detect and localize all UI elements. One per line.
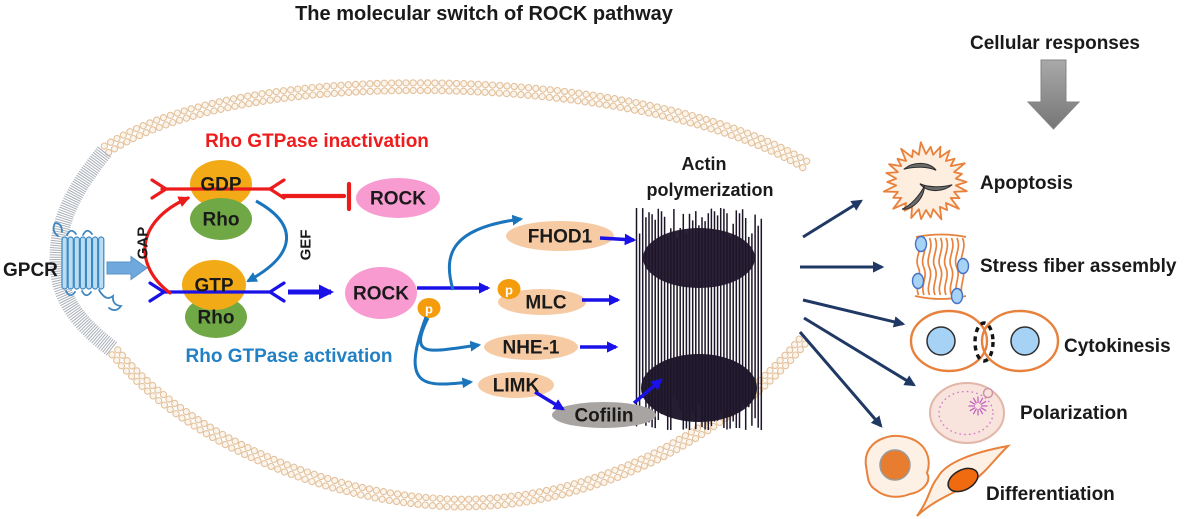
rock-active-node [345,267,417,319]
dividing-cells-icon [909,309,1060,373]
gpcr-signal-arrow [106,255,148,281]
nucleus [879,449,911,481]
rock-to-fhod1-arrow [447,214,524,291]
daughter-cell-left [909,309,989,373]
phospho-badge-rock-label: p [425,302,433,317]
gtp-node [182,260,246,310]
cofilin-to-actin-arrow [632,378,663,405]
response-arrow-differentiation [798,331,883,428]
phospho-badge-mlc [497,279,521,299]
actin-label-line1: Actin [682,154,727,174]
response-arrow-apoptosis [802,199,863,239]
cellular-responses-heading: Cellular responses [970,33,1140,54]
fhod1-node [506,221,614,251]
actin-label-line2: polymerization [646,180,773,200]
phospho-badge-rock [417,298,441,318]
actin-filaments [635,208,763,430]
transmembrane-helices [61,236,105,290]
cofilin-node [552,402,656,428]
gap-label: GAP [135,227,152,260]
response-label-differentiation: Differentiation [986,484,1115,505]
rock-inhibition-line [280,181,352,212]
spindle-aster [968,396,988,416]
response-label-cytokinesis: Cytokinesis [1064,336,1171,357]
activation-heading: Rho GTPase activation [186,346,393,367]
apoptotic-body-fragment [919,183,953,192]
rho-label-active: Rho [198,308,235,329]
gdp-membrane-line [150,178,286,200]
gef-arrow [246,199,288,283]
nucleus [926,326,956,356]
fhod1-to-actin-arrow [599,233,637,246]
limk-to-cofilin-arrow [534,390,565,411]
rock-to-limk-arrow [413,316,474,389]
rock-to-nhe1-arrow [419,317,482,352]
response-arrow-cytokinesis [802,298,906,328]
mlc-label: MLC [525,293,566,314]
nhe1-label: NHE-1 [502,338,559,359]
focal-adhesion-dot [914,235,928,253]
diagram-title: The molecular switch of ROCK pathway [295,3,674,25]
apoptotic-body-fragment [903,162,937,171]
rock-inactive-node [356,178,440,218]
receptor-loop-bottom [65,289,123,311]
focal-adhesion-dot [956,257,970,275]
gap-arrow [143,196,191,295]
limk-label: LIMK [493,376,540,397]
gpcr-receptor-icon [52,222,123,311]
gdp-label: GDP [200,175,242,196]
limk-node [478,372,554,398]
down-arrow-icon [1026,59,1081,130]
response-arrow-polarization [803,316,916,387]
gpcr-label: GPCR [3,260,58,281]
stress-fiber-icon [911,233,970,305]
cell-membrane-top [100,79,811,172]
rho-node-inactive [190,198,252,240]
nucleus [1010,326,1040,356]
focal-adhesion-dot [950,287,964,305]
apoptotic-body-fragment [901,185,925,210]
receptor-loop-top [52,222,93,237]
daughter-cell-right [980,309,1060,373]
gtp-label: GTP [194,276,233,297]
gtp-membrane-line [148,281,286,303]
polarized-cell-icon [929,382,1005,444]
centrosome [982,387,994,399]
rock-active-label: ROCK [353,284,409,305]
response-label-polarization: Polarization [1020,403,1128,424]
gef-label: GEF [298,230,315,261]
apoptotic-cell-icon [882,141,968,221]
response-label-stress-fiber: Stress fiber assembly [980,256,1177,277]
cofilin-label: Cofilin [574,406,633,427]
gdp-node [190,160,252,208]
fhod1-label: FHOD1 [528,227,593,248]
nhe1-node [484,334,578,360]
inactivation-heading: Rho GTPase inactivation [205,131,429,152]
rho-label-inactive: Rho [203,210,240,231]
actin-filament-bundle-icon [635,208,763,430]
mlc-node [498,289,586,315]
differentiated-cells-icon [864,434,1011,517]
contractile-ring [973,321,995,363]
chromatin-ring [938,390,994,436]
nucleus [947,467,979,493]
phospho-badge-mlc-label: p [505,283,513,298]
response-label-apoptosis: Apoptosis [980,173,1073,194]
cell-membrane-gray-segment [49,146,117,356]
rock-inactive-label: ROCK [370,189,426,210]
focal-adhesion-dot [911,272,925,290]
